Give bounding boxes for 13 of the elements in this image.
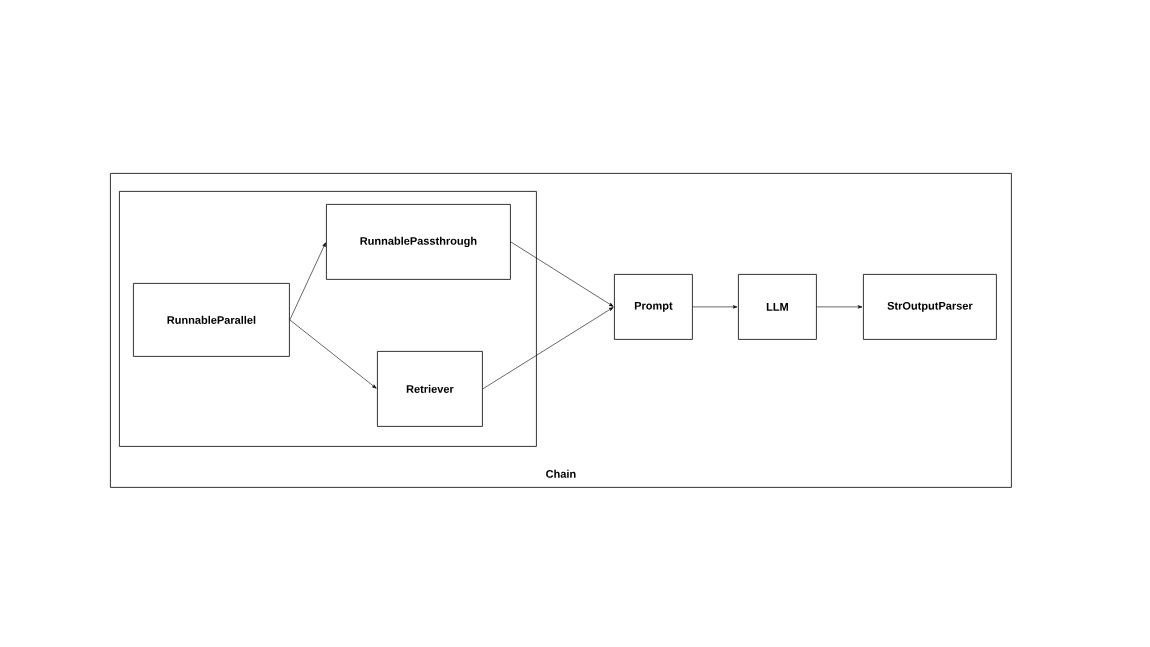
arrow — [816, 305, 863, 309]
process-box: Prompt — [614, 274, 693, 340]
group-box — [119, 191, 537, 447]
process-box: RunnablePassthrough — [326, 204, 511, 280]
arrow — [289, 242, 326, 321]
process-box: Retriever — [377, 351, 483, 427]
arrow — [692, 305, 738, 309]
arrow — [510, 241, 614, 307]
process-box: RunnableParallel — [133, 283, 290, 357]
arrow — [289, 319, 377, 389]
arrow — [482, 307, 614, 390]
process-box: LLM — [738, 274, 817, 340]
process-box: StrOutputParser — [863, 274, 997, 340]
